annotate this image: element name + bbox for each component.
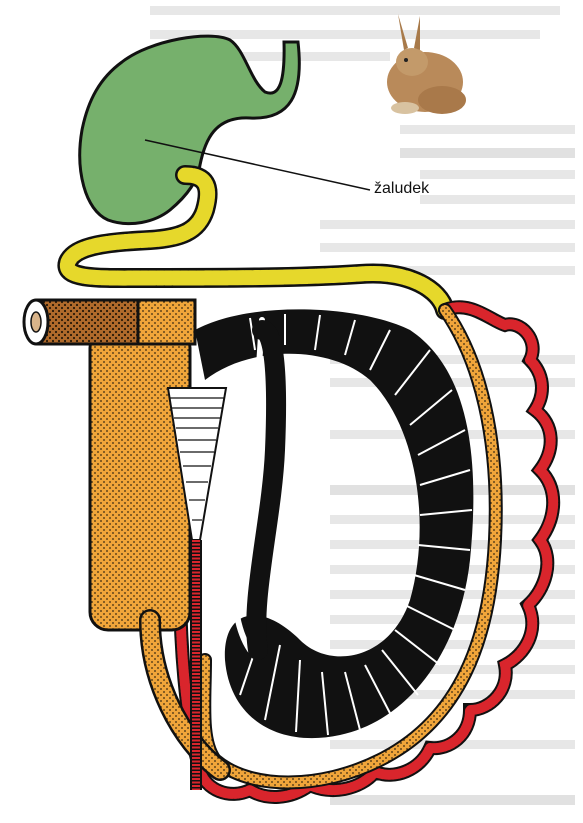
rectum xyxy=(38,300,138,344)
stomach xyxy=(80,36,300,224)
stomach-label: žaludek xyxy=(374,180,429,198)
hare-illustration xyxy=(387,14,466,114)
ascending-colon xyxy=(90,330,190,630)
